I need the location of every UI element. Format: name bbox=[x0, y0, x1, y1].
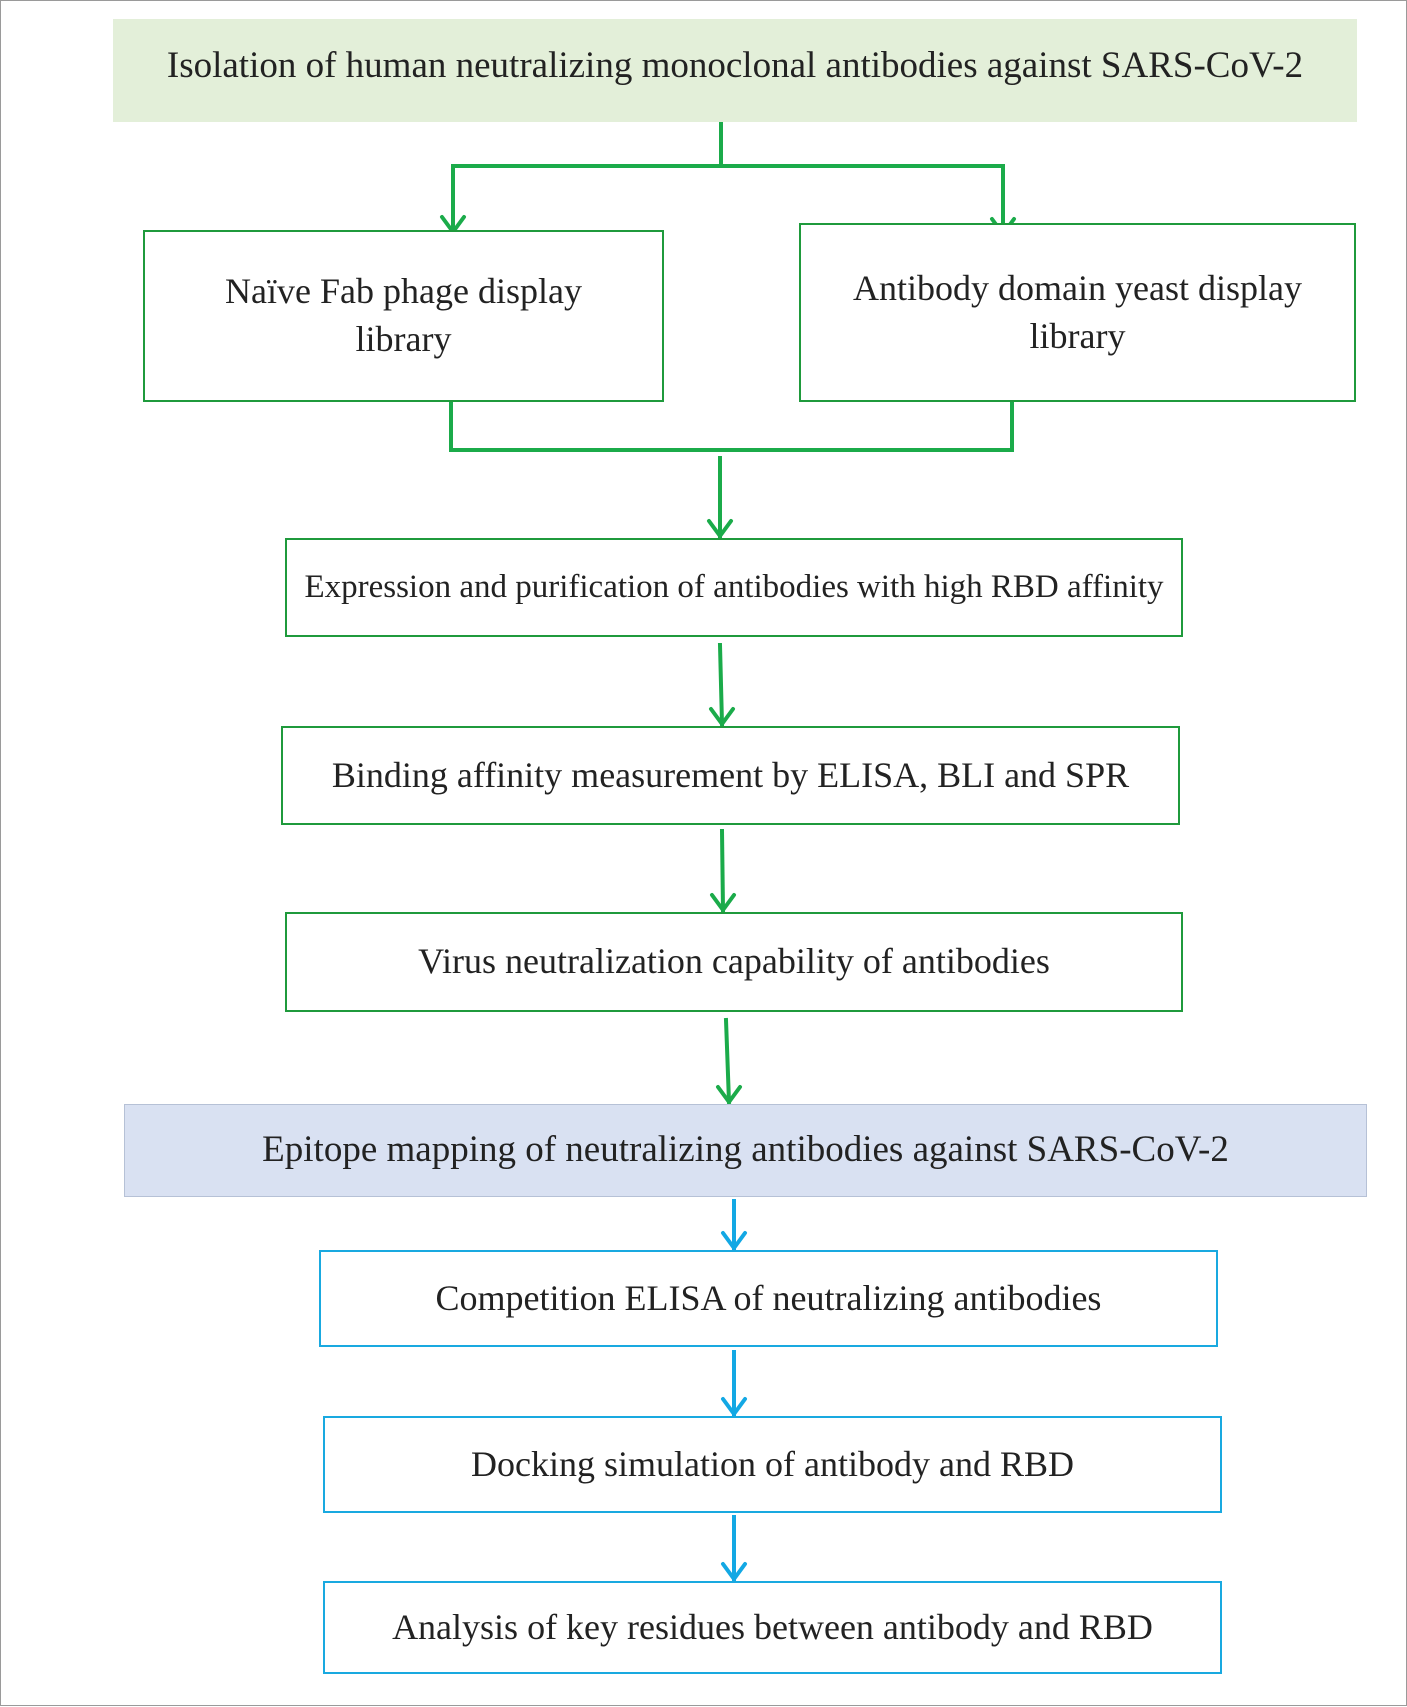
binding-affinity-box: Binding affinity measurement by ELISA, B… bbox=[281, 726, 1180, 825]
isolation-header-box: Isolation of human neutralizing monoclon… bbox=[113, 19, 1357, 122]
yeast-display-label: Antibody domain yeast display library bbox=[853, 267, 1302, 356]
competition-elisa-box: Competition ELISA of neutralizing antibo… bbox=[319, 1250, 1218, 1347]
phage-display-box: Naïve Fab phage display library bbox=[143, 230, 664, 402]
arrow-to-residues-head bbox=[721, 1562, 747, 1581]
yeast-display-box: Antibody domain yeast display library bbox=[799, 223, 1356, 402]
arrow-to-neutralization-head bbox=[710, 893, 736, 912]
virus-neutralization-label: Virus neutralization capability of antib… bbox=[418, 941, 1050, 982]
key-residues-box: Analysis of key residues between antibod… bbox=[323, 1581, 1222, 1674]
epitope-mapping-header-box: Epitope mapping of neutralizing antibodi… bbox=[124, 1104, 1367, 1197]
competition-elisa-label: Competition ELISA of neutralizing antibo… bbox=[435, 1277, 1102, 1318]
binding-affinity-label: Binding affinity measurement by ELISA, B… bbox=[331, 754, 1130, 795]
arrow-to-epitope-head bbox=[716, 1085, 742, 1104]
blue-connectors bbox=[721, 1199, 747, 1581]
arrow-to-binding-shaft bbox=[717, 642, 725, 727]
isolation-header-label: Isolation of human neutralizing monoclon… bbox=[166, 45, 1304, 87]
epitope-mapping-header-label: Epitope mapping of neutralizing antibodi… bbox=[262, 1129, 1229, 1171]
docking-simulation-box: Docking simulation of antibody and RBD bbox=[323, 1416, 1222, 1513]
arrow-to-epitope-shaft bbox=[723, 1017, 732, 1105]
docking-simulation-label: Docking simulation of antibody and RBD bbox=[471, 1443, 1074, 1484]
arrow-to-competition-head bbox=[721, 1231, 747, 1250]
expression-purification-label: Expression and purification of antibodie… bbox=[304, 568, 1164, 605]
arrow-to-neutralization-shaft bbox=[719, 828, 726, 913]
virus-neutralization-box: Virus neutralization capability of antib… bbox=[285, 912, 1183, 1012]
expression-purification-box: Expression and purification of antibodie… bbox=[285, 538, 1183, 637]
arrow-to-binding-head bbox=[709, 707, 735, 726]
phage-display-label: Naïve Fab phage display library bbox=[225, 271, 582, 359]
arrow-to-expression-head bbox=[707, 519, 733, 538]
arrow-to-docking-head bbox=[721, 1397, 747, 1416]
key-residues-label: Analysis of key residues between antibod… bbox=[392, 1606, 1153, 1647]
